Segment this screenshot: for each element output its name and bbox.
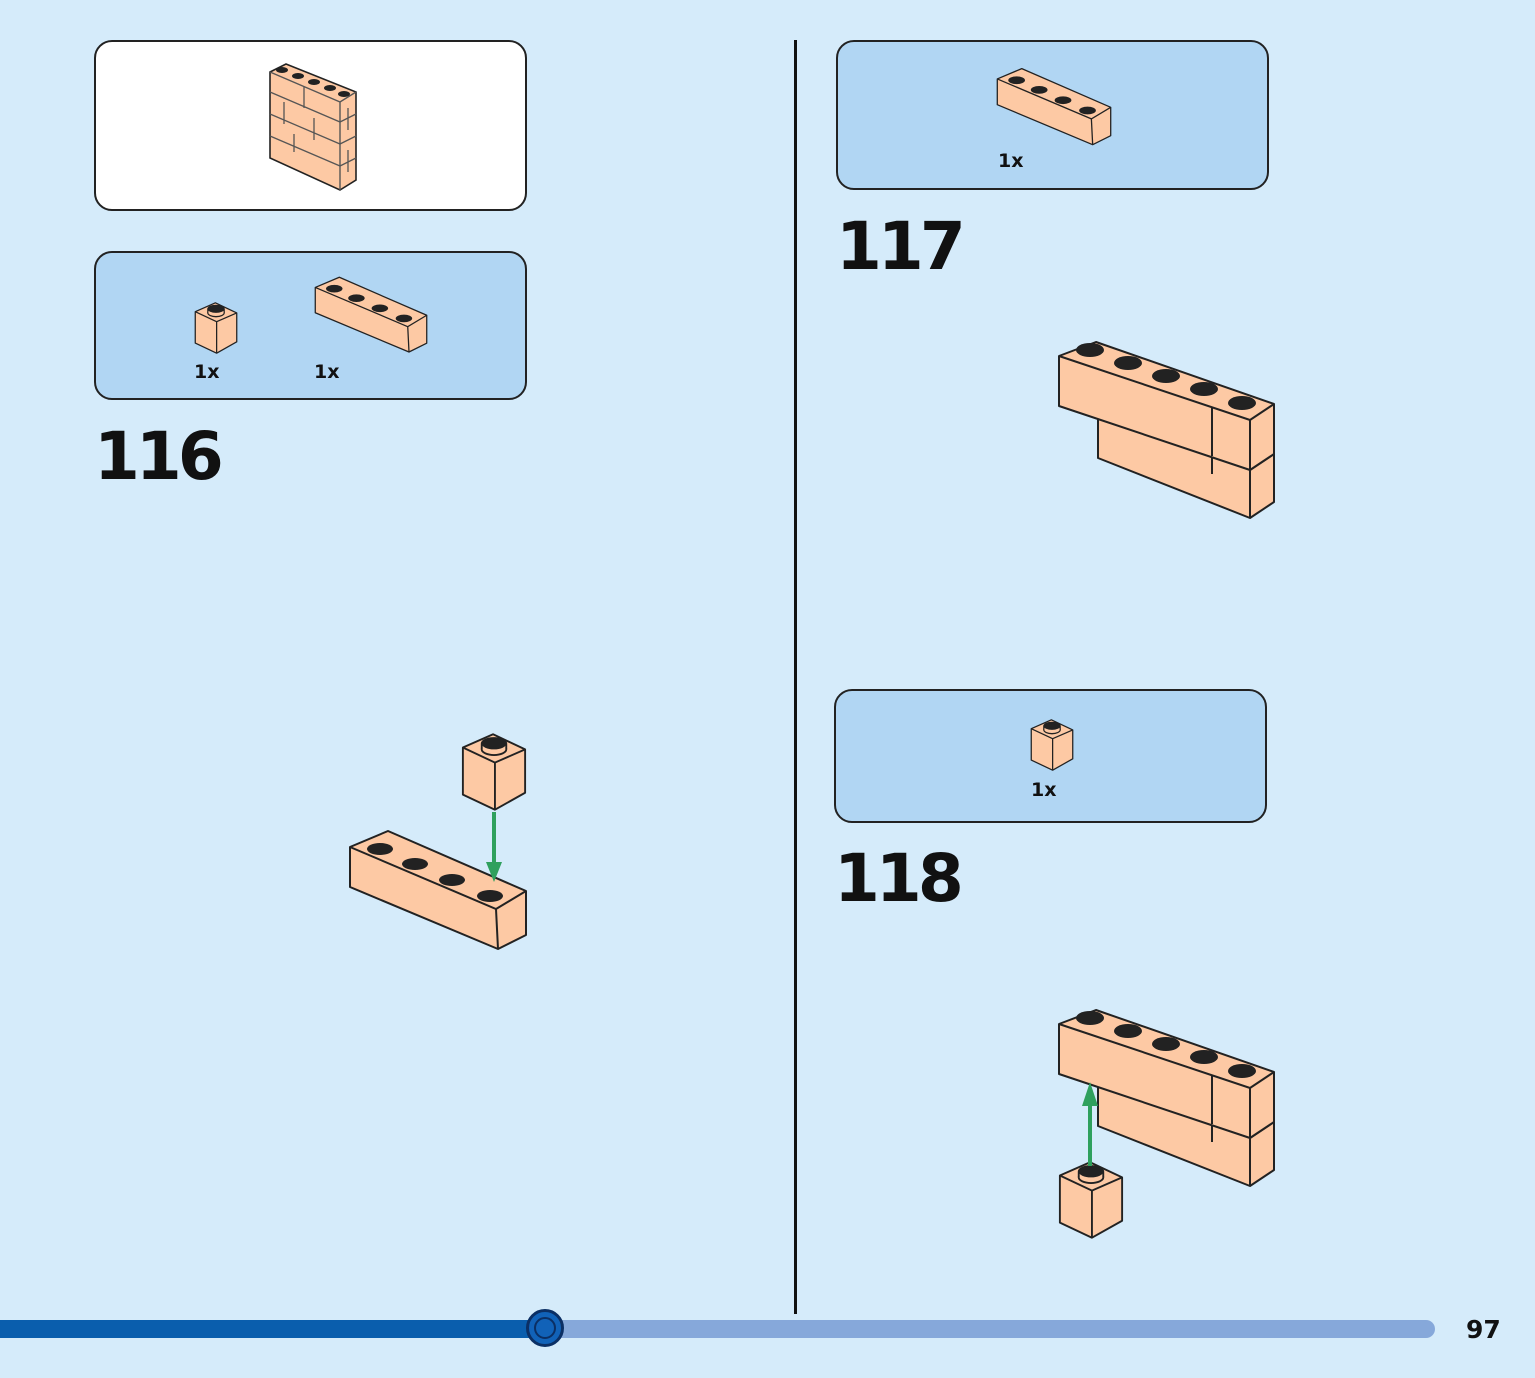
page-number: 97 (1466, 1315, 1501, 1344)
step-118-assembly-diagram (1058, 1009, 1275, 1239)
part-quantity: 1x (1031, 779, 1057, 801)
step-number: 118 (834, 840, 964, 917)
part-quantity: 1x (314, 361, 340, 383)
progress-fill (0, 1320, 545, 1338)
part-quantity: 1x (998, 150, 1024, 172)
step-117-assembly-diagram (1058, 341, 1275, 519)
progress-knob[interactable] (526, 1309, 564, 1347)
parts-list-step-116: 1x 1x (94, 251, 527, 400)
column-divider (794, 40, 797, 1314)
step-number: 116 (94, 418, 224, 495)
brick-1x4-icon (314, 273, 428, 355)
parts-list-step-118: 1x (834, 689, 1267, 823)
step-116-assembly-diagram (349, 733, 527, 951)
brick-wall-subassembly-icon (269, 63, 357, 191)
subassembly-callout (94, 40, 527, 211)
brick-1x4-icon (996, 64, 1112, 148)
brick-1x1-icon (1030, 717, 1074, 773)
brick-1x1-icon (194, 301, 238, 355)
step-number: 117 (836, 208, 966, 285)
parts-list-step-117: 1x (836, 40, 1269, 190)
part-quantity: 1x (194, 361, 220, 383)
